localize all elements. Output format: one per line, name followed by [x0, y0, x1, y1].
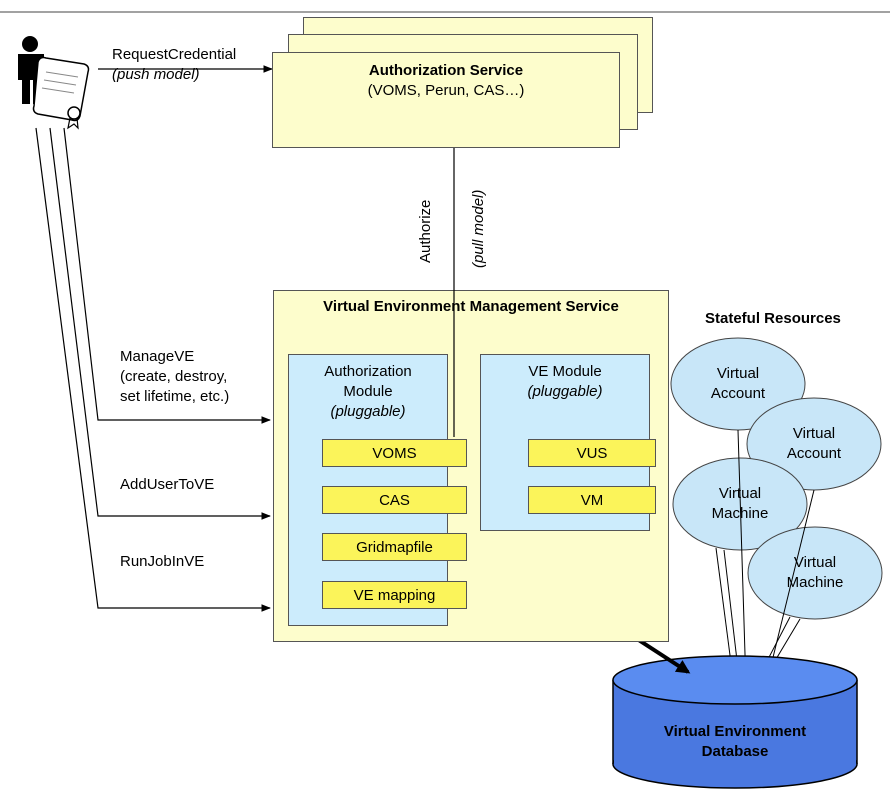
virtual-account-1-line2: Account	[710, 385, 766, 402]
auth-module-line2: Module	[343, 383, 393, 400]
run-job-label: RunJobInVE	[120, 553, 205, 570]
vm-label: VM	[580, 491, 604, 509]
manage-ve-detail-2: set lifetime, etc.)	[120, 388, 230, 405]
ve-module-pluggable: (pluggable)	[527, 383, 603, 400]
request-credential-label: RequestCredential	[112, 46, 237, 63]
virtual-account-2: Virtual Account	[747, 424, 881, 464]
vm-plugin: VM	[528, 486, 656, 514]
ve-module-line1: VE Module	[528, 363, 602, 380]
voms-plugin: VOMS	[322, 439, 467, 467]
virtual-machine-1-line1: Virtual	[718, 485, 762, 502]
virtual-machine-2: Virtual Machine	[748, 553, 882, 593]
manage-ve-detail-1: (create, destroy,	[120, 368, 228, 385]
database-label: Virtual Environment Database	[613, 722, 857, 762]
manage-ve-arrow	[63, 127, 271, 424]
database-label-line1: Virtual Environment	[663, 723, 807, 740]
ve-module-box: VE Module (pluggable) VUS VM	[480, 354, 656, 531]
manage-ve-label: ManageVE	[120, 348, 195, 365]
virtual-machine-1-line2: Machine	[711, 505, 769, 522]
virtual-machine-2-line2: Machine	[786, 574, 844, 591]
auth-module-box: Authorization Module (pluggable) VOMS CA…	[288, 354, 467, 626]
virtual-machine-1: Virtual Machine	[673, 484, 807, 524]
vus-plugin: VUS	[528, 439, 656, 467]
auth-module-line1: Authorization	[324, 363, 412, 380]
virtual-account-2-line2: Account	[786, 445, 842, 462]
push-model-label: (push model)	[112, 66, 200, 83]
add-user-label: AddUserToVE	[120, 476, 215, 493]
auth-service-box: Authorization Service (VOMS, Perun, CAS……	[272, 52, 620, 148]
resource-link-2	[764, 489, 815, 687]
resource-link-1	[737, 429, 749, 687]
gridmapfile-plugin: Gridmapfile	[322, 533, 467, 561]
virtual-account-1-line1: Virtual	[716, 365, 760, 382]
pull-model-label: (pull model)	[470, 189, 487, 268]
virtual-machine-2-line1: Virtual	[793, 554, 837, 571]
authorize-label: Authorize	[417, 199, 434, 263]
virtual-account-1: Virtual Account	[671, 364, 805, 404]
virtual-account-2-line1: Virtual	[792, 425, 836, 442]
virtual-machine-ellipse-2	[747, 526, 883, 620]
ve-mapping-label: VE mapping	[353, 586, 436, 604]
cas-plugin: CAS	[322, 486, 467, 514]
vems-box: Virtual Environment Management Service A…	[273, 290, 669, 642]
cas-label: CAS	[379, 491, 410, 509]
add-user-arrow	[49, 127, 271, 520]
auth-service-subtitle: (VOMS, Perun, CAS…)	[367, 82, 525, 99]
voms-label: VOMS	[372, 444, 417, 462]
auth-module-pluggable: (pluggable)	[330, 403, 406, 420]
vus-label: VUS	[576, 444, 608, 462]
auth-service-title: Authorization Service	[368, 62, 524, 79]
gridmapfile-label: Gridmapfile	[356, 538, 433, 556]
ve-mapping-plugin: VE mapping	[322, 581, 467, 609]
vems-title: Virtual Environment Management Service	[323, 298, 619, 315]
database-label-line2: Database	[701, 743, 769, 760]
stateful-title: Stateful Resources	[705, 310, 841, 327]
run-job-arrow	[35, 127, 271, 612]
credential-scroll-icon	[32, 56, 90, 130]
database-cylinder	[612, 655, 858, 789]
